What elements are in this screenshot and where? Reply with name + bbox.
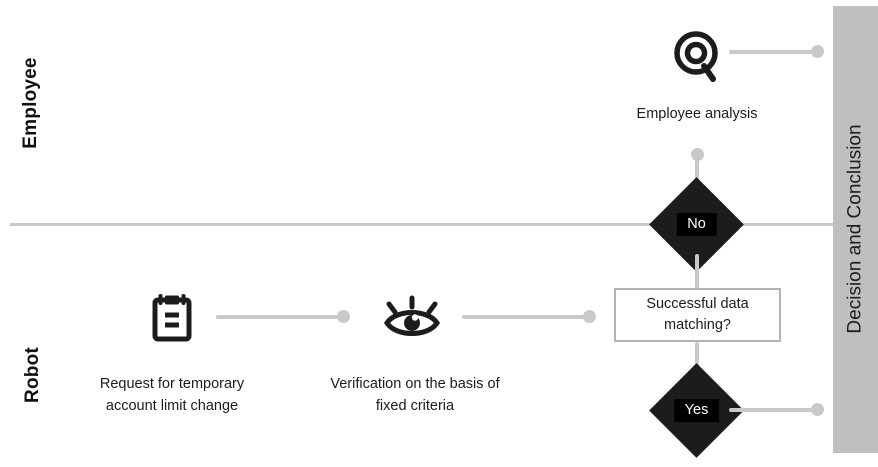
process-box-successful-data-matching[interactable]: Successful data matching? xyxy=(614,288,781,342)
phase-band-decision-and-conclusion xyxy=(833,6,878,453)
connector-dot-decision-yes-right xyxy=(811,403,824,416)
caption-verification-line2: fixed criteria xyxy=(375,397,455,414)
clipboard-icon[interactable] xyxy=(152,294,192,342)
magnifier-icon[interactable] xyxy=(673,30,722,82)
decision-yes[interactable]: Yes xyxy=(649,363,744,458)
decision-yes-label: Yes xyxy=(673,398,720,423)
caption-request-limit-change: Request for temporary account limit chan… xyxy=(72,374,272,418)
caption-request-limit-change-line1: Request for temporary xyxy=(99,376,245,392)
connector-dot-employee-analysis-right xyxy=(811,45,824,58)
caption-employee-analysis: Employee analysis xyxy=(636,106,758,122)
caption-verification-fixed-criteria: Verification on the basis of fixed crite… xyxy=(312,374,518,418)
decision-no[interactable]: No xyxy=(649,177,744,272)
connector-decision-yes-right xyxy=(729,408,814,412)
eye-icon[interactable] xyxy=(383,295,441,340)
connector-request-to-verification xyxy=(216,315,340,319)
caption-request-limit-change-line2: account limit change xyxy=(105,397,239,414)
process-box-line2: matching? xyxy=(664,317,731,333)
phase-band-label: Decision and Conclusion xyxy=(844,124,866,334)
lane-label-robot: Robot xyxy=(22,347,43,403)
lane-divider xyxy=(10,223,833,226)
connector-employee-analysis-right xyxy=(729,50,814,54)
decision-no-label: No xyxy=(676,212,717,237)
caption-verification-line1: Verification on the basis of xyxy=(330,376,500,392)
connector-dot-request-to-verification xyxy=(337,310,350,323)
connector-employee-analysis-to-decision-no xyxy=(695,154,699,194)
connector-decision-no-to-process-box xyxy=(695,254,699,290)
connector-verification-to-process-box xyxy=(462,315,586,319)
connector-dot-verification-to-process-box xyxy=(583,310,596,323)
lane-label-employee: Employee xyxy=(20,57,41,149)
connector-process-box-to-decision-yes xyxy=(695,342,699,378)
process-box-line1: Successful data xyxy=(646,296,749,313)
